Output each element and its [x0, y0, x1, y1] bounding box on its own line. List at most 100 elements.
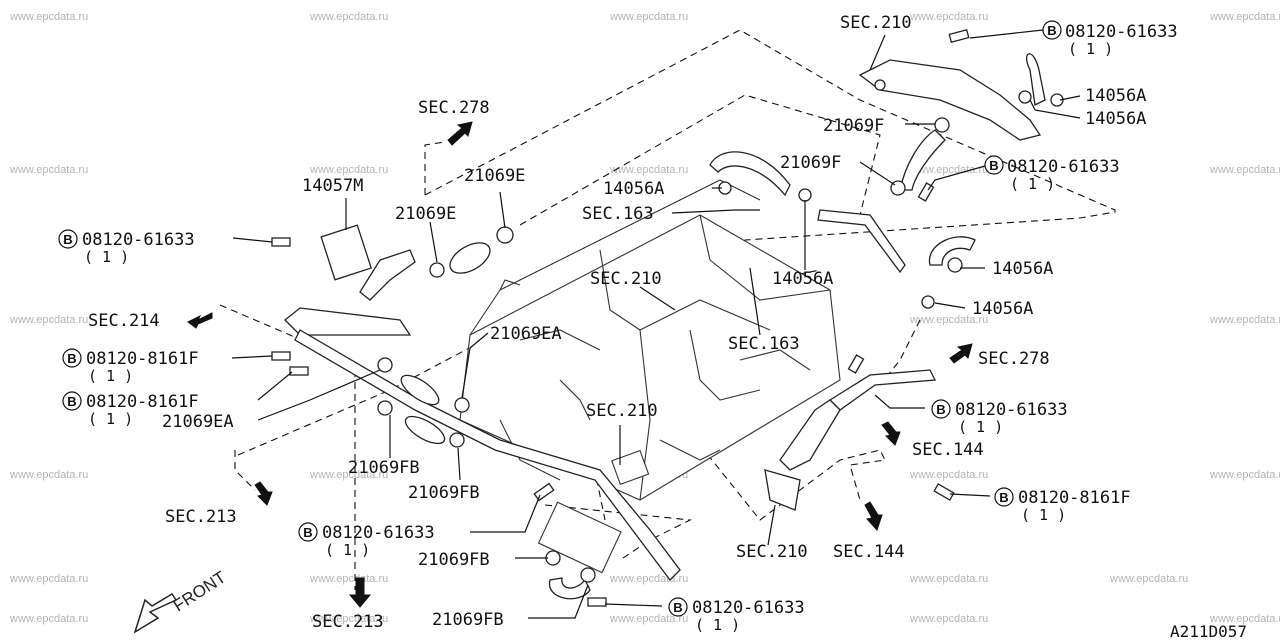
label-21069fb: 21069FB	[348, 458, 420, 478]
label-qty: ( 1 )	[325, 541, 370, 559]
watermarks: www.epcdata.ru www.epcdata.ru www.epcdat…	[9, 11, 1280, 625]
label-bolt-bottom: 08120-61633	[692, 598, 805, 618]
label-qty: ( 1 )	[1068, 40, 1113, 58]
hose-21069e	[449, 242, 491, 274]
leader-line	[969, 29, 1044, 39]
label-sec210: SEC.210	[590, 269, 662, 289]
engine-edge	[599, 249, 641, 331]
phantom-outline-right	[699, 444, 886, 521]
watermark: www.epcdata.ru	[909, 573, 988, 585]
label-bolt-right-low: 08120-61633	[955, 400, 1068, 420]
engine-edge	[519, 329, 601, 351]
watermark: www.epcdata.ru	[1209, 11, 1280, 23]
watermark: www.epcdata.ru	[309, 164, 388, 176]
engine-edge	[559, 379, 591, 421]
hose-21069f	[899, 129, 946, 191]
bolt-symbol-letter: B	[1047, 23, 1056, 38]
phantom-outline-upper	[424, 29, 1116, 281]
bolt-symbol-letter: B	[989, 158, 998, 173]
watermark: www.epcdata.ru	[909, 11, 988, 23]
hose-upper-center	[709, 151, 791, 197]
leader-line	[528, 584, 589, 619]
label-sec144: SEC.144	[912, 440, 984, 460]
clamp-21069ea	[454, 397, 470, 413]
label-21069fb: 21069FB	[408, 483, 480, 503]
leader-line	[429, 221, 438, 263]
bolt-symbol-icon	[668, 597, 688, 617]
label-14056a: 14056A	[772, 269, 833, 289]
leader-line	[859, 161, 896, 186]
leader-line	[257, 369, 381, 421]
watermark: www.epcdata.ru	[1109, 573, 1188, 585]
leader-line	[934, 302, 966, 309]
bolt-symbol-icon	[58, 229, 78, 249]
label-qty: ( 1 )	[84, 248, 129, 266]
clamp-14056a	[798, 188, 812, 202]
clamp-14056a	[1018, 90, 1032, 104]
leader-line	[1059, 95, 1081, 101]
watermark: www.epcdata.ru	[309, 613, 388, 625]
leader-line	[874, 394, 925, 409]
leader-line	[499, 191, 506, 229]
watermark: www.epcdata.ru	[609, 613, 688, 625]
bolt-symbol-icon	[984, 155, 1004, 175]
label-qty: ( 1 )	[88, 410, 133, 428]
label-21069fb: 21069FB	[418, 550, 490, 570]
label-sec210: SEC.210	[736, 542, 808, 562]
water-outlet-pipe	[858, 59, 1042, 141]
hose-21069ea	[400, 374, 440, 406]
label-qty: ( 1 )	[958, 418, 1003, 436]
leader-line	[749, 267, 761, 336]
watermark: www.epcdata.ru	[1209, 613, 1280, 625]
bolt-symbol-letter: B	[67, 351, 76, 366]
label-21069ea: 21069EA	[490, 324, 562, 344]
watermark: www.epcdata.ru	[909, 613, 988, 625]
bolt	[847, 354, 865, 374]
arrow-icon	[447, 121, 473, 146]
leader-line	[470, 494, 541, 533]
arrow-icon	[187, 312, 213, 329]
label-21069f: 21069F	[823, 116, 884, 136]
bolt	[587, 597, 607, 607]
clamp-21069fb	[580, 567, 596, 583]
watermark: www.epcdata.ru	[9, 164, 88, 176]
bolt	[933, 483, 955, 501]
leader-line	[671, 209, 760, 214]
watermark: www.epcdata.ru	[609, 11, 688, 23]
engine-edge	[699, 214, 831, 301]
label-qty: ( 1 )	[88, 367, 133, 385]
arrow-icon	[881, 421, 901, 446]
watermark: www.epcdata.ru	[909, 164, 988, 176]
pipe-left-bracket	[284, 307, 412, 336]
label-qty: ( 1 )	[1010, 175, 1055, 193]
bolt-symbol-letter: B	[303, 525, 312, 540]
engine-edge	[689, 329, 761, 401]
watermark: www.epcdata.ru	[1209, 469, 1280, 481]
watermark: www.epcdata.ru	[309, 469, 388, 481]
hose-21069fb	[404, 415, 446, 445]
label-bolt-top: 08120-61633	[1065, 22, 1178, 42]
label-sec213: SEC.213	[165, 507, 237, 527]
label-sec210: SEC.210	[586, 401, 658, 421]
watermark: www.epcdata.ru	[609, 164, 688, 176]
label-14056a: 14056A	[603, 179, 664, 199]
watermark: www.epcdata.ru	[609, 573, 688, 585]
label-sec210-top: SEC.210	[840, 13, 912, 33]
watermark: www.epcdata.ru	[9, 11, 88, 23]
label-bolt-right-mid: 08120-61633	[1007, 157, 1120, 177]
pipe-right-vertical	[779, 399, 841, 471]
part-14057m	[320, 224, 372, 281]
clamp-21069e	[429, 262, 445, 278]
engine-bracket	[611, 449, 650, 486]
callout-labels: SEC.210 08120-61633 ( 1 ) 14056A 14056A …	[82, 13, 1247, 640]
small-parts	[271, 29, 1064, 607]
label-bolt-8161f: 08120-8161F	[1018, 488, 1131, 508]
watermark: www.epcdata.ru	[9, 573, 88, 585]
outlet-fitting	[764, 469, 801, 511]
engine-edge	[739, 349, 811, 371]
label-21069e: 21069E	[464, 166, 525, 186]
pipe-right-lower	[828, 369, 937, 411]
watermark: www.epcdata.ru	[9, 613, 88, 625]
engine-edge	[469, 179, 761, 336]
